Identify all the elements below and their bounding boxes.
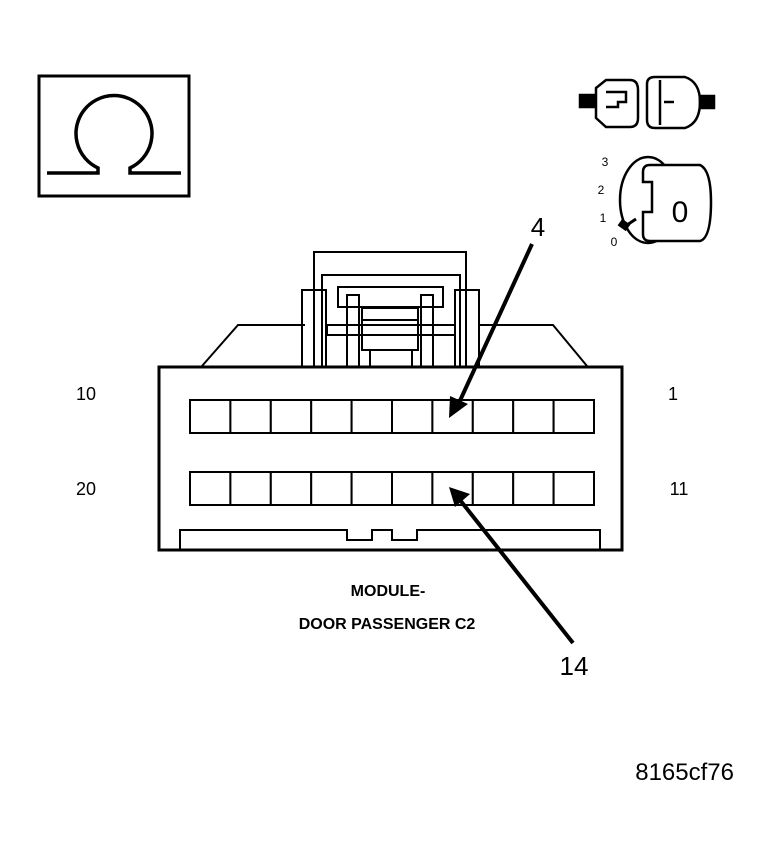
key-position-3: 3 [602, 155, 609, 169]
pin-cavity-9 [229, 399, 272, 434]
callout-arrow-4 [449, 243, 534, 418]
pin-cavity-3 [471, 399, 515, 434]
key-position-0: 0 [611, 235, 618, 249]
connector-body [157, 251, 624, 552]
pin-cavity-13 [471, 471, 515, 506]
pin-cavity-7 [310, 399, 353, 434]
pin-cavity-16 [350, 471, 394, 506]
caption-line-1: MODULE- [351, 583, 426, 600]
pin-cavity-5 [391, 399, 434, 434]
pin-cavity-19 [229, 471, 272, 506]
pin-cavity-10 [189, 399, 232, 434]
callout-arrow-14 [449, 487, 575, 645]
pin-row-top [189, 399, 595, 434]
pin-label-1: 1 [668, 384, 678, 404]
pin-label-20: 20 [76, 479, 96, 499]
pin-label-10: 10 [76, 384, 96, 404]
ohm-symbol-icon [37, 74, 191, 198]
connector-disconnected-icon [578, 75, 716, 130]
pin-cavity-11 [552, 471, 595, 506]
pin-cavity-20 [189, 471, 232, 506]
caption-line-2: DOOR PASSENGER C2 [299, 616, 476, 633]
pin-cavity-8 [269, 399, 313, 434]
pin-cavity-15 [391, 471, 434, 506]
pin-cavity-17 [310, 471, 353, 506]
key-position-2: 2 [598, 183, 605, 197]
pin-cavity-6 [350, 399, 394, 434]
key-position-1: 1 [600, 211, 607, 225]
callout-label-4: 4 [531, 212, 545, 242]
pin-cavity-18 [269, 471, 313, 506]
pin-cavity-2 [512, 399, 555, 434]
pin-label-11: 11 [670, 479, 689, 499]
pin-cavity-12 [512, 471, 555, 506]
pin-row-bottom [189, 471, 595, 506]
key-current-position: 0 [672, 196, 689, 229]
pin-cavity-1 [552, 399, 595, 434]
callout-label-14: 14 [560, 651, 589, 681]
ignition-key-icon: 3 2 1 0 0 [598, 155, 713, 249]
figure-id: 8165cf76 [635, 759, 734, 786]
